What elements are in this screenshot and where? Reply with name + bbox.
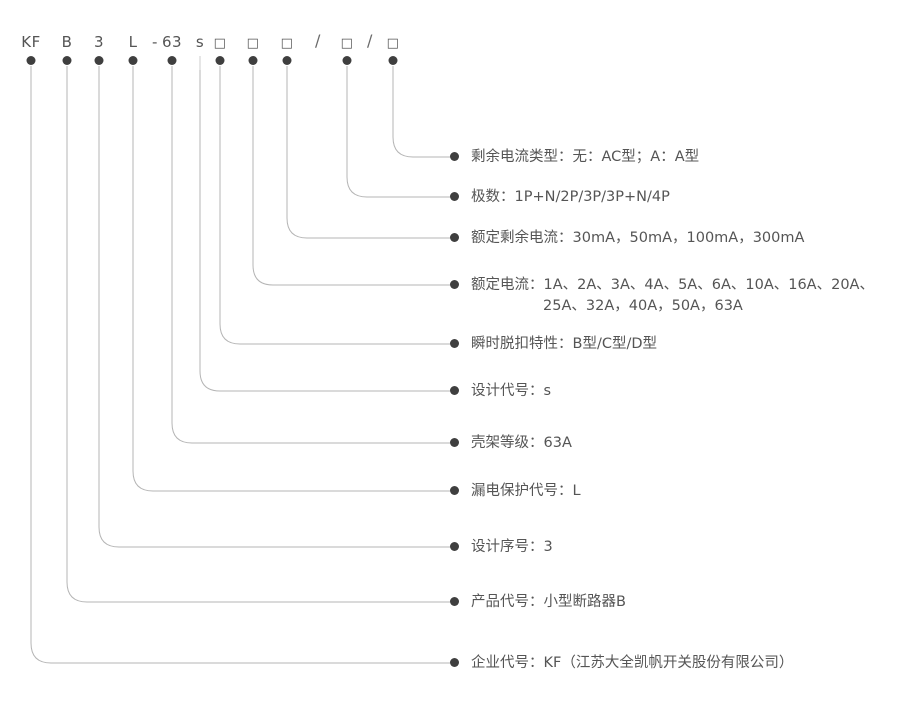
bullet-dot-icon xyxy=(450,339,459,348)
connector-instantaneous-trip-characteristic xyxy=(219,66,437,345)
label-text-residual-current-type: 剩余电流类型：无：AC型；A：A型 xyxy=(471,147,699,168)
code-token-2: 3 xyxy=(93,33,105,51)
label-line-1: 额定电流：1A、2A、3A、4A、5A、6A、10A、16A、20A、 xyxy=(471,277,874,293)
label-text-design-code: 设计代号：s xyxy=(471,381,551,402)
bullet-dot-icon xyxy=(450,486,459,495)
code-token-9: □ xyxy=(280,36,294,51)
label-text-product-code: 产品代号：小型断路器B xyxy=(471,592,626,613)
connector-residual-current-type xyxy=(392,66,437,158)
label-text-rated-current: 额定电流：1A、2A、3A、4A、5A、6A、10A、16A、20A、 25A、3… xyxy=(471,275,874,317)
label-text-pole-number: 极数：1P+N/2P/3P/3P+N/4P xyxy=(471,187,670,208)
code-token-10: / xyxy=(315,31,321,50)
node-dot-3 xyxy=(128,56,138,65)
connector-rated-residual-current xyxy=(286,66,437,239)
code-token-6: s xyxy=(195,33,205,51)
label-text-frame-rating: 壳架等级：63A xyxy=(471,433,572,454)
bullet-dot-icon xyxy=(450,233,459,242)
label-text-rated-residual-current: 额定剩余电流：30mA，50mA，100mA，300mA xyxy=(471,228,804,249)
bullet-dot-icon xyxy=(450,386,459,395)
connector-design-code xyxy=(199,66,437,392)
node-dot-1 xyxy=(62,56,72,65)
code-token-8: □ xyxy=(246,36,260,51)
bullet-dot-icon xyxy=(450,152,459,161)
connector-product-code xyxy=(66,66,437,603)
code-token-5: 63 xyxy=(161,33,183,51)
node-dot-9 xyxy=(282,56,292,65)
label-row-rated-current: 额定电流：1A、2A、3A、4A、5A、6A、10A、16A、20A、 25A、3… xyxy=(450,275,874,317)
label-row-residual-current-type: 剩余电流类型：无：AC型；A：A型 xyxy=(450,147,699,168)
code-token-1: B xyxy=(61,33,73,51)
node-dot-13 xyxy=(388,56,398,65)
label-text-enterprise-code: 企业代号：KF（江苏大全凯帆开关股份有限公司） xyxy=(471,653,793,674)
label-line-1: 极数：1P+N/2P/3P/3P+N/4P xyxy=(471,189,670,205)
label-line-1: 额定剩余电流：30mA，50mA，100mA，300mA xyxy=(471,230,805,246)
connector-rated-current xyxy=(252,66,437,286)
label-line-2: 25A、32A，40A，50A，63A xyxy=(543,298,743,314)
bullet-dot-icon xyxy=(450,280,459,289)
code-token-11: □ xyxy=(340,36,354,51)
code-token-4: - xyxy=(152,33,158,51)
label-line-1: 企业代号：KF（江苏大全凯帆开关股份有限公司） xyxy=(471,655,794,671)
model-code-row: KF B 3 L-63 s □ □ □ / □ / □ xyxy=(0,0,900,80)
label-row-rated-residual-current: 额定剩余电流：30mA，50mA，100mA，300mA xyxy=(450,228,804,249)
label-line-1: 剩余电流类型：无：AC型；A：A型 xyxy=(471,149,700,165)
bullet-dot-icon xyxy=(450,192,459,201)
label-line-1: 设计序号：3 xyxy=(471,539,553,555)
label-text-instantaneous-trip-characteristic: 瞬时脱扣特性：B型/C型/D型 xyxy=(471,334,657,355)
code-token-13: □ xyxy=(386,36,400,51)
node-dot-0 xyxy=(26,56,36,65)
label-row-earth-leakage-code: 漏电保护代号：L xyxy=(450,481,581,502)
label-row-enterprise-code: 企业代号：KF（江苏大全凯帆开关股份有限公司） xyxy=(450,653,793,674)
label-line-1: 漏电保护代号：L xyxy=(471,483,581,499)
connector-earth-leakage-code xyxy=(132,66,437,492)
node-dot-2 xyxy=(94,56,104,65)
label-text-design-serial: 设计序号：3 xyxy=(471,537,553,558)
label-line-1: 壳架等级：63A xyxy=(471,435,572,451)
connector-frame-rating xyxy=(171,66,437,444)
bullet-dot-icon xyxy=(450,597,459,606)
node-dot-8 xyxy=(248,56,258,65)
label-text-earth-leakage-code: 漏电保护代号：L xyxy=(471,481,581,502)
label-row-product-code: 产品代号：小型断路器B xyxy=(450,592,626,613)
label-line-1: 产品代号：小型断路器B xyxy=(471,594,626,610)
code-token-12: / xyxy=(367,31,373,50)
label-row-design-code: 设计代号：s xyxy=(450,381,551,402)
bullet-dot-icon xyxy=(450,658,459,667)
code-token-0: KF xyxy=(21,33,41,51)
code-token-3: L xyxy=(128,33,138,51)
connector-pole-number xyxy=(346,66,437,198)
label-row-design-serial: 设计序号：3 xyxy=(450,537,553,558)
label-line-1: 瞬时脱扣特性：B型/C型/D型 xyxy=(471,336,658,352)
bullet-dot-icon xyxy=(450,438,459,447)
label-row-pole-number: 极数：1P+N/2P/3P/3P+N/4P xyxy=(450,187,670,208)
node-dot-7 xyxy=(215,56,225,65)
code-token-7: □ xyxy=(213,36,227,51)
connector-design-serial xyxy=(98,66,437,548)
label-line-1: 设计代号：s xyxy=(471,383,552,399)
bullet-dot-icon xyxy=(450,542,459,551)
node-dot-11 xyxy=(342,56,352,65)
node-dot-5 xyxy=(167,56,177,65)
label-row-instantaneous-trip-characteristic: 瞬时脱扣特性：B型/C型/D型 xyxy=(450,334,657,355)
label-row-frame-rating: 壳架等级：63A xyxy=(450,433,572,454)
connector-enterprise-code xyxy=(30,66,437,664)
